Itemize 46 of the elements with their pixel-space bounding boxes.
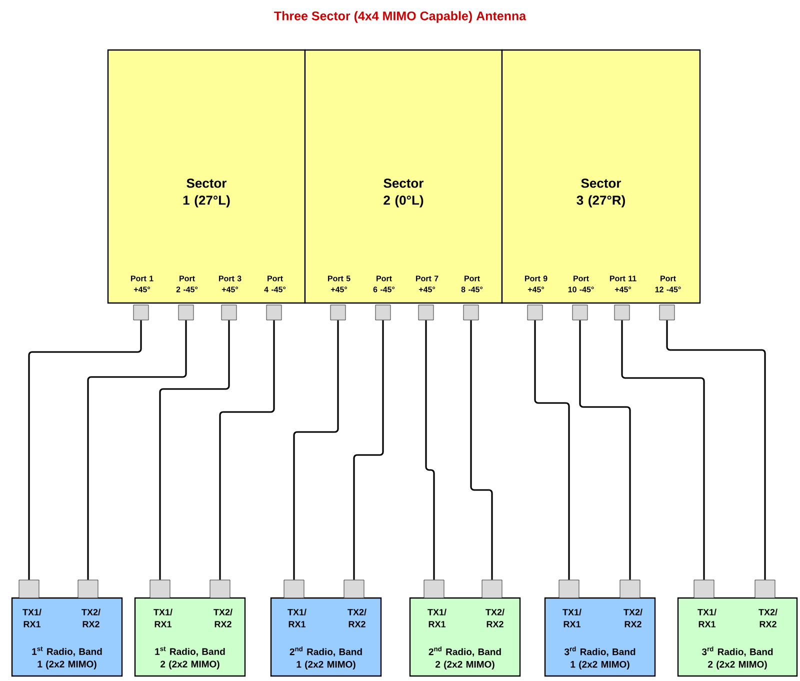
- port-connector: [178, 304, 194, 320]
- radio-connector: [284, 580, 304, 598]
- cable: [579, 320, 631, 580]
- port-connector: [572, 304, 588, 320]
- port-connector: [614, 304, 630, 320]
- radio-connector: [754, 580, 776, 598]
- radio-box: TX1/ RX1 TX2/ RX2 2$^{nd}$ Radio, Band 2 (2x2 MIMO): [409, 597, 521, 677]
- sector-box: Sector 1 (27°L) Port 1 +45° Port 2 -45° Port 3 +45° Port 4 -45°: [107, 49, 306, 304]
- cable: [666, 320, 766, 580]
- cable: [470, 320, 493, 580]
- radio-connector: [620, 580, 640, 598]
- port-connector: [527, 304, 543, 320]
- port-connector: [375, 304, 391, 320]
- radio-box: TX1/ RX1 TX2/ RX2 3$^{rd}$ Radio, Band 2 (2x2 MIMO): [677, 597, 798, 677]
- cable: [425, 320, 435, 580]
- port-connector: [418, 304, 434, 320]
- radio-box: TX1/ RX1 TX2/ RX2 2$^{nd}$ Radio, Band 1 (2x2 MIMO): [270, 597, 382, 677]
- port-connector: [221, 304, 237, 320]
- port-connector: [463, 304, 479, 320]
- radio-connector: [344, 580, 364, 598]
- port-connector: [330, 304, 346, 320]
- title: Three Sector (4x4 MIMO Capable) Antenna: [274, 11, 526, 23]
- cable: [87, 320, 187, 580]
- cable: [353, 320, 384, 580]
- radio-connector: [210, 580, 230, 598]
- radio-connector: [150, 580, 170, 598]
- cable: [621, 320, 705, 580]
- cable: [534, 320, 570, 580]
- sector-box: Sector 2 (0°L) Port 5 +45° Port 6 -45° Port 7 +45° Port 8 -45°: [304, 49, 503, 304]
- radio-connector: [78, 580, 98, 598]
- port-connector: [266, 304, 282, 320]
- radio-connector: [18, 580, 40, 598]
- cable: [219, 320, 275, 580]
- port-connector: [133, 304, 149, 320]
- radio-box: TX1/ RX1 TX2/ RX2 3$^{rd}$ Radio, Band 1 (2x2 MIMO): [544, 597, 656, 677]
- radio-box: TX1/ RX1 TX2/ RX2 1$^{st}$ Radio, Band 1 (2x2 MIMO): [11, 597, 123, 677]
- cable: [293, 320, 339, 580]
- radio-connector: [482, 580, 502, 598]
- cable: [28, 320, 142, 580]
- cable: [159, 320, 230, 580]
- radio-box: TX1/ RX1 TX2/ RX2 1$^{st}$ Radio, Band 2 (2x2 MIMO): [134, 597, 246, 677]
- sector-box: Sector 3 (27°R) Port 9 +45° Port 10 -45° Port 11 +45° Port 12 -45°: [501, 49, 701, 304]
- radio-connector: [694, 580, 714, 598]
- radio-connector: [424, 580, 444, 598]
- radio-connector: [558, 580, 580, 598]
- port-connector: [659, 304, 675, 320]
